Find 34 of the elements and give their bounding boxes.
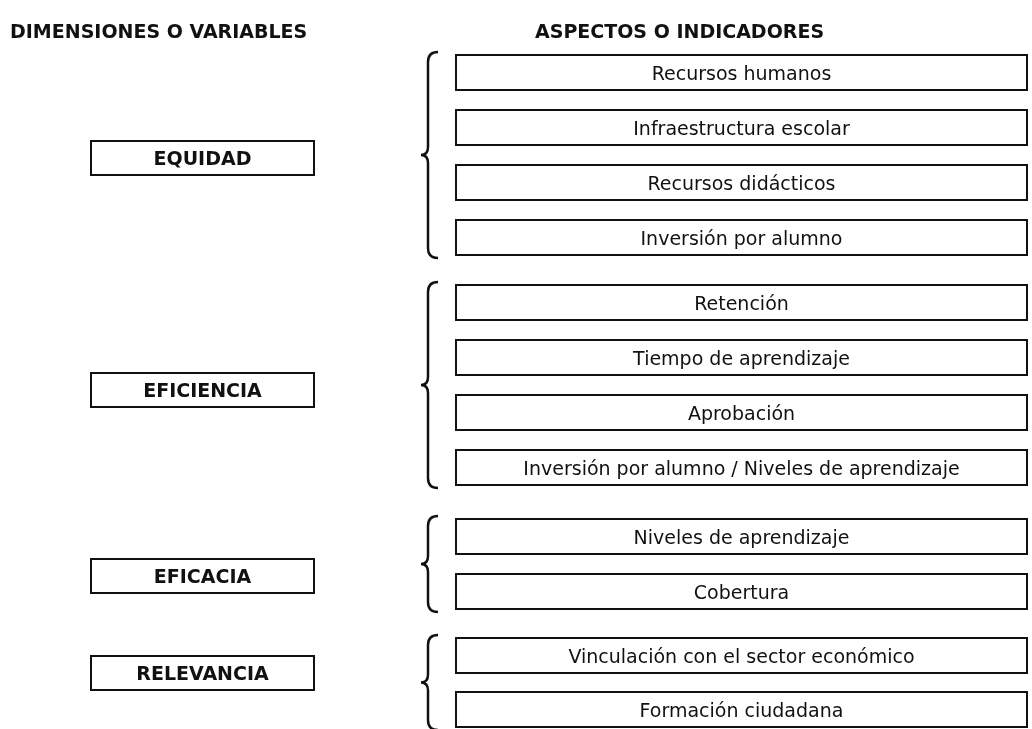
box-label: Retención bbox=[694, 291, 789, 314]
box-label: EQUIDAD bbox=[153, 147, 252, 169]
box-label: EFICIENCIA bbox=[143, 379, 262, 401]
box-label: Tiempo de aprendizaje bbox=[633, 346, 850, 369]
box-label: Inversión por alumno bbox=[640, 226, 843, 249]
box-label: EFICACIA bbox=[153, 565, 252, 587]
box-label: Infraestructura escolar bbox=[633, 116, 850, 139]
box-label: Vinculación con el sector económico bbox=[568, 644, 915, 667]
indicator-box bbox=[455, 691, 1028, 728]
indicator-box bbox=[455, 109, 1028, 146]
dimension-box bbox=[90, 558, 315, 594]
box-label: Inversión por alumno / Niveles de aprendizaje bbox=[523, 456, 960, 479]
box-label: RELEVANCIA bbox=[136, 662, 269, 684]
dimension-box bbox=[90, 140, 315, 176]
column-heading: ASPECTOS O INDICADORES bbox=[535, 20, 825, 42]
box-label: Niveles de aprendizaje bbox=[633, 525, 850, 548]
column-heading: DIMENSIONES O VARIABLES bbox=[10, 20, 308, 42]
indicator-box bbox=[455, 637, 1028, 674]
indicator-box bbox=[455, 339, 1028, 376]
box-label: Recursos humanos bbox=[651, 61, 832, 84]
indicator-box bbox=[455, 219, 1028, 256]
box-label: Recursos didácticos bbox=[647, 171, 836, 194]
dimension-box bbox=[90, 655, 315, 691]
box-label: Cobertura bbox=[693, 580, 790, 603]
indicator-box bbox=[455, 54, 1028, 91]
indicator-box bbox=[455, 164, 1028, 201]
box-label: Aprobación bbox=[687, 401, 796, 424]
indicator-box bbox=[455, 284, 1028, 321]
indicator-box bbox=[455, 449, 1028, 486]
dimension-box bbox=[90, 372, 315, 408]
indicator-box bbox=[455, 394, 1028, 431]
indicator-box bbox=[455, 573, 1028, 610]
box-label: Formación ciudadana bbox=[639, 698, 844, 721]
indicator-box bbox=[455, 518, 1028, 555]
